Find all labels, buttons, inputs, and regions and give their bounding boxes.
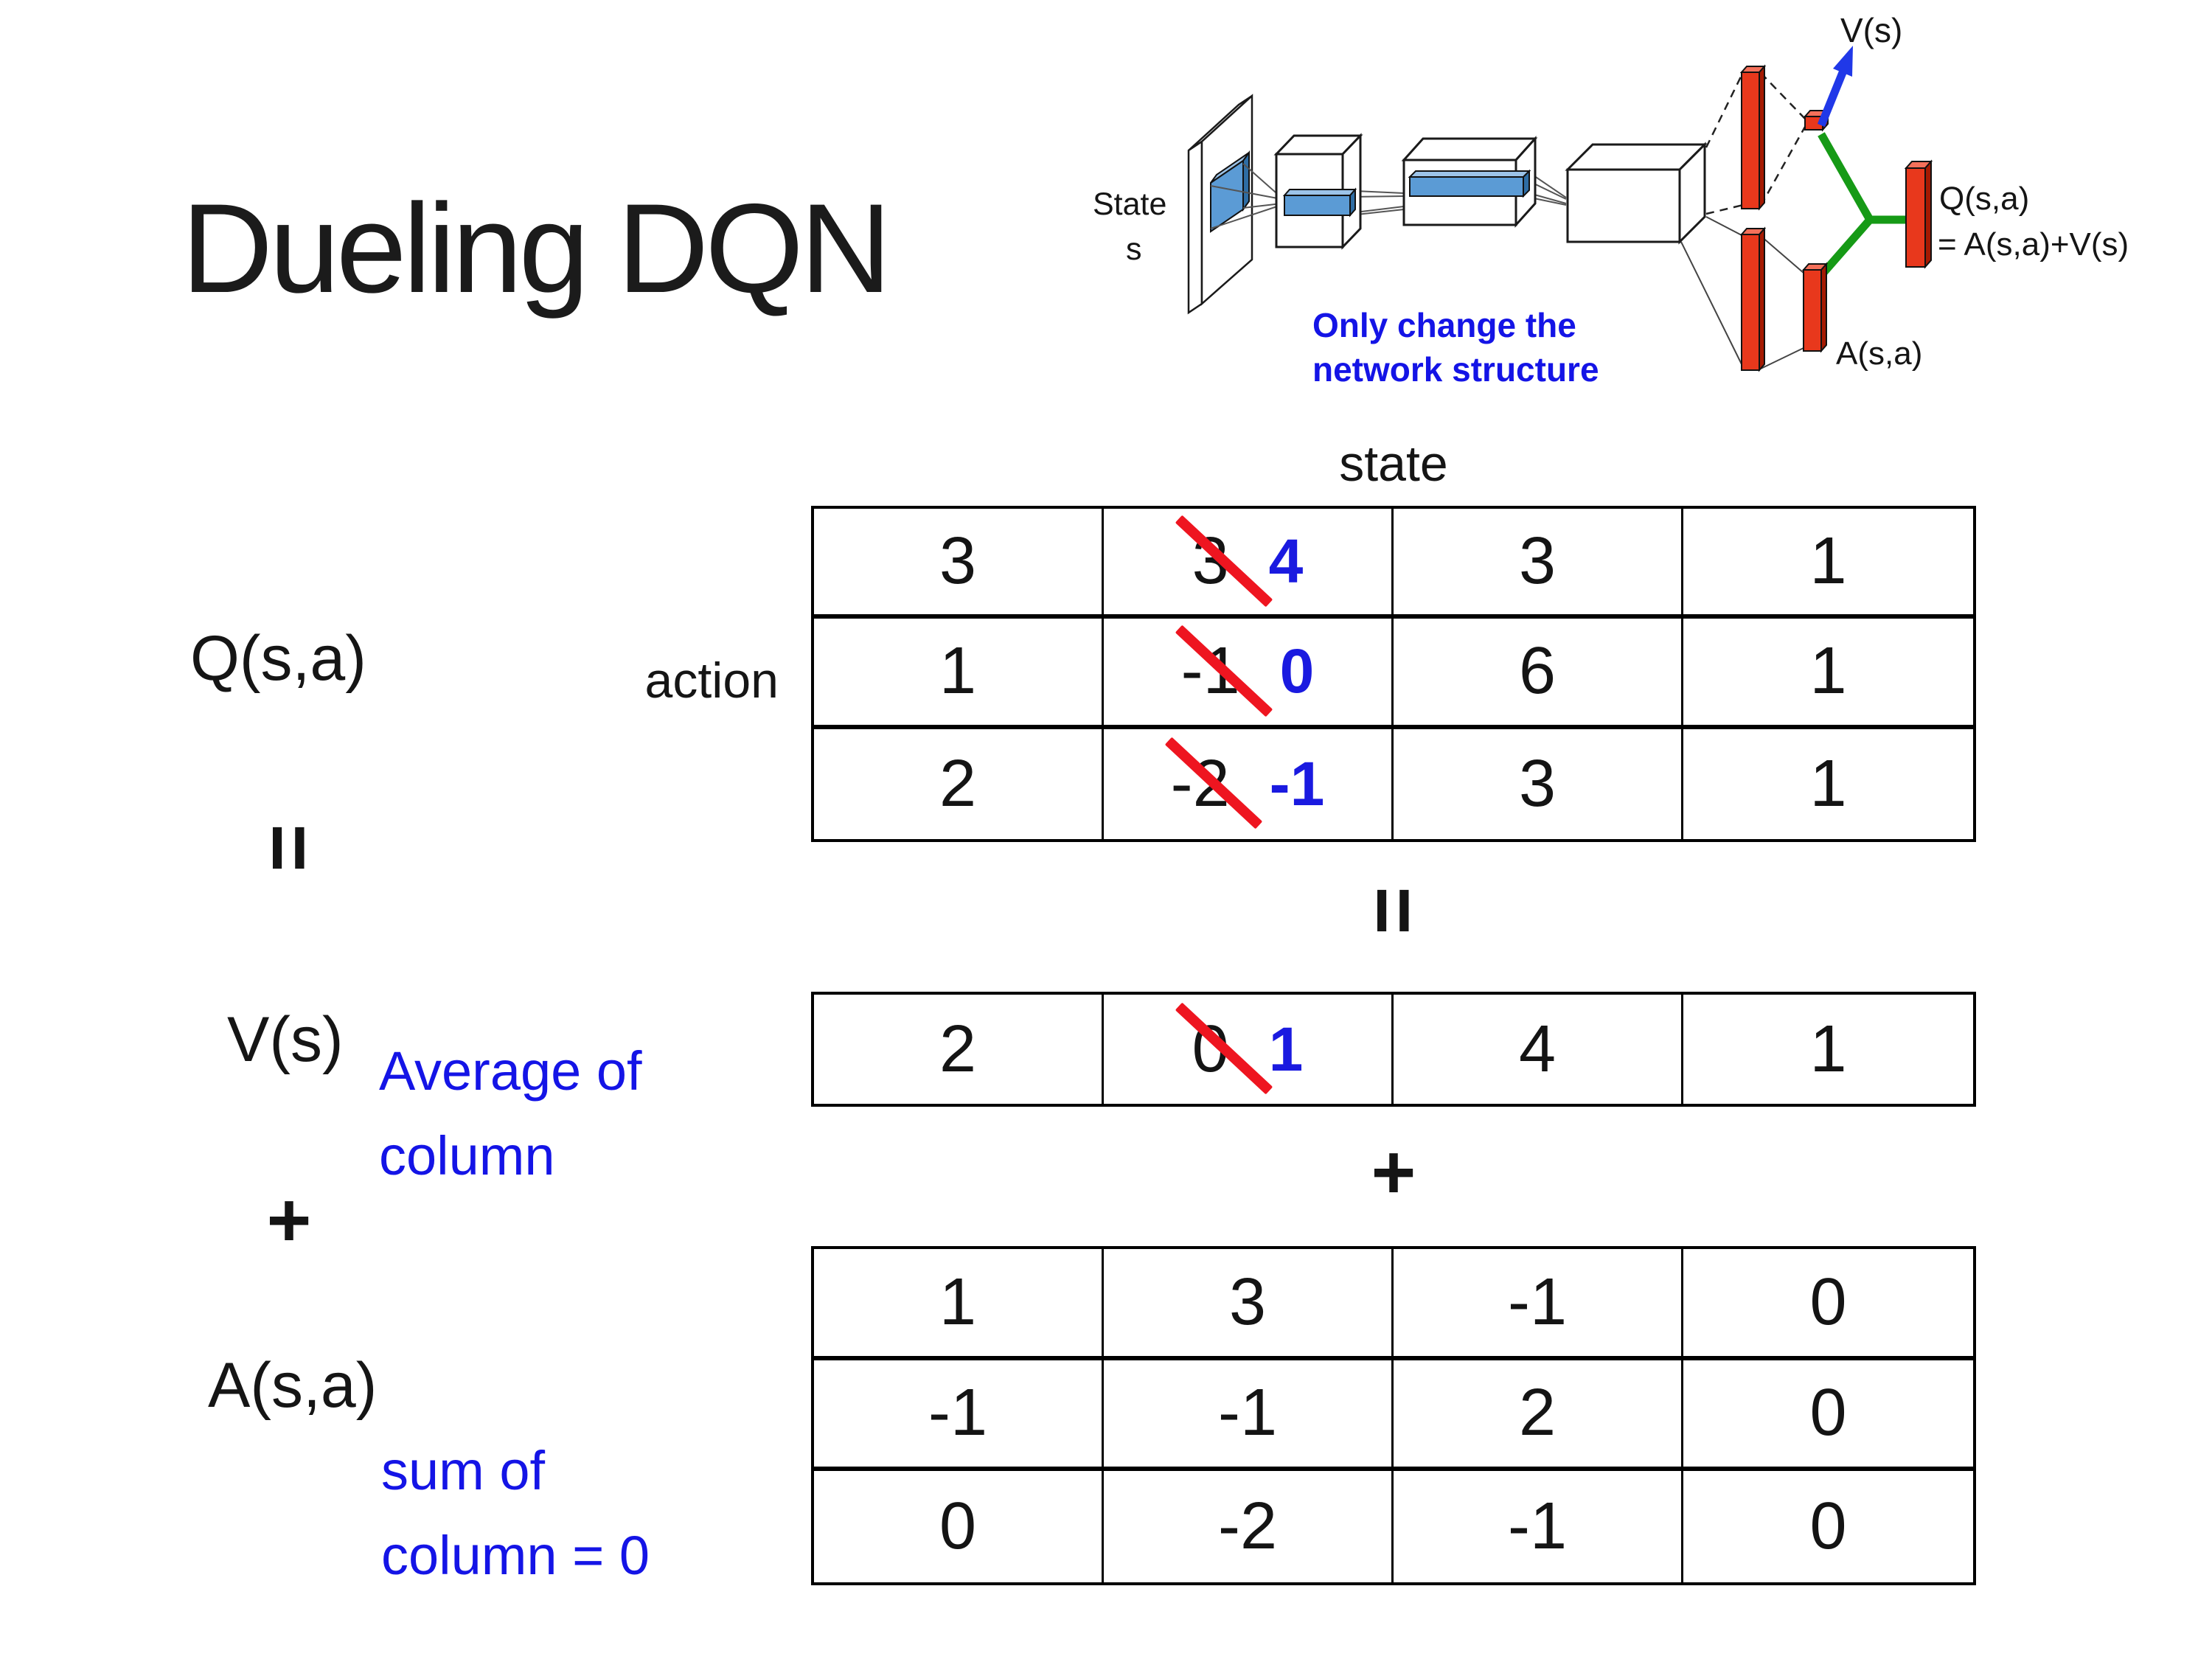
table-cell-crossed: -2 -1 xyxy=(1104,728,1394,839)
sum-note-line1: sum of xyxy=(381,1440,546,1501)
table-cell: 3 xyxy=(1394,509,1683,619)
new-value: 0 xyxy=(1279,636,1315,706)
sum-note: sum of column = 0 xyxy=(381,1429,650,1598)
cell-value: -1 xyxy=(1217,1376,1278,1450)
cell-value: 3 xyxy=(1518,524,1557,599)
cell-value: 2 xyxy=(939,1012,977,1086)
table-cell: 6 xyxy=(1394,619,1683,729)
table-cell: 1 xyxy=(814,1249,1104,1360)
cell-value: 0 xyxy=(1809,1376,1847,1450)
a-matrix-label: A(s,a) xyxy=(208,1350,378,1421)
table-cell: 3 xyxy=(814,509,1104,619)
cell-value: 3 xyxy=(1518,746,1557,821)
cell-value: -1 xyxy=(1507,1265,1568,1339)
cell-value: 0 xyxy=(1809,1489,1847,1564)
state-column-header: state xyxy=(1339,436,1448,492)
table-cell: 0 xyxy=(814,1471,1104,1582)
cell-value: 1 xyxy=(939,634,977,709)
action-row-header: action xyxy=(644,653,779,709)
new-value: -1 xyxy=(1269,748,1325,818)
cell-value: 2 xyxy=(939,746,977,821)
table-cell: 2 xyxy=(1394,1360,1683,1472)
plus-sign-center: + xyxy=(1371,1130,1416,1215)
cell-value: -2 xyxy=(1217,1489,1278,1564)
cell-value: 2 xyxy=(1518,1376,1557,1450)
value-output-arrow xyxy=(1817,46,1853,128)
average-note-line1: Average of xyxy=(379,1040,642,1102)
note-line-2: network structure xyxy=(1312,350,1599,389)
state-input-label: State xyxy=(1093,187,1166,222)
cell-value: 1 xyxy=(1809,634,1847,709)
v-matrix-label: V(s) xyxy=(227,1004,344,1075)
cell-value: 3 xyxy=(1228,1265,1267,1339)
cell-value: 4 xyxy=(1518,1012,1557,1086)
table-cell: 1 xyxy=(1683,619,1973,729)
slide-title: Dueling DQN xyxy=(181,178,891,319)
cell-value: 1 xyxy=(939,1265,977,1339)
table-cell: 0 xyxy=(1683,1471,1973,1582)
table-cell: -1 xyxy=(1394,1249,1683,1360)
equals-sign-left: = xyxy=(243,824,335,872)
new-value: 4 xyxy=(1268,526,1304,597)
table-cell: 0 xyxy=(1683,1360,1973,1472)
q-matrix-label: Q(s,a) xyxy=(190,623,366,694)
fc-value-bar xyxy=(1739,64,1767,211)
table-cell: -1 xyxy=(814,1360,1104,1472)
cell-value: 6 xyxy=(1518,634,1557,709)
q-value-table: 3 3 4 3 1 1 -1 0 6 1 2 -2 -1 xyxy=(811,506,1976,842)
new-value: 1 xyxy=(1268,1014,1304,1084)
fc-advantage-bar xyxy=(1739,226,1767,372)
table-cell: 1 xyxy=(1683,995,1973,1104)
note-line-1: Only change the xyxy=(1312,306,1576,344)
table-cell: 3 xyxy=(1394,728,1683,839)
advantage-node-bar xyxy=(1801,262,1829,353)
cell-value: 1 xyxy=(1809,746,1847,821)
table-cell: 1 xyxy=(1683,509,1973,619)
average-note-line2: column xyxy=(379,1124,555,1186)
feature-slab-1 xyxy=(1282,187,1357,218)
crossed-value: 0 xyxy=(1175,1002,1273,1095)
table-cell-crossed: 0 1 xyxy=(1104,995,1394,1104)
conv-layer-3-box xyxy=(1565,142,1708,245)
table-cell: -2 xyxy=(1104,1471,1394,1582)
q-output-bar xyxy=(1904,159,1933,269)
v-output-label: V(s) xyxy=(1840,11,1902,49)
table-cell: 2 xyxy=(814,728,1104,839)
crossed-value: -2 xyxy=(1164,737,1262,830)
a-value-table: 1 3 -1 0 -1 -1 2 0 0 -2 -1 0 xyxy=(811,1246,1976,1585)
advantage-stream-lines xyxy=(1680,216,1804,369)
q-output-label: Q(s,a) xyxy=(1939,181,2029,217)
table-cell: 1 xyxy=(814,619,1104,729)
average-note: Average of column xyxy=(379,1029,642,1198)
sum-note-line2: column = 0 xyxy=(381,1524,650,1586)
crossed-value: 3 xyxy=(1175,515,1273,608)
table-cell-crossed: 3 4 xyxy=(1104,509,1394,619)
a-output-label: A(s,a) xyxy=(1836,335,1922,372)
table-cell: 0 xyxy=(1683,1249,1973,1360)
cell-value: 1 xyxy=(1809,524,1847,599)
q-formula-label: = A(s,a)+V(s) xyxy=(1938,226,2129,262)
table-cell: 1 xyxy=(1683,729,1973,839)
table-cell-crossed: -1 0 xyxy=(1104,619,1394,729)
state-input-s: s xyxy=(1126,232,1142,267)
table-cell: 2 xyxy=(814,995,1104,1104)
cell-value: 1 xyxy=(1809,1012,1847,1086)
combine-stream-lines xyxy=(1815,132,1906,282)
feature-slab-2 xyxy=(1408,169,1531,198)
plus-sign-left: + xyxy=(266,1178,312,1263)
table-cell: 3 xyxy=(1104,1249,1394,1360)
table-cell: 4 xyxy=(1394,995,1683,1104)
cell-value: 0 xyxy=(1809,1265,1847,1339)
crossed-value: -1 xyxy=(1175,625,1273,717)
cell-value: 0 xyxy=(939,1489,977,1564)
cell-value: -1 xyxy=(928,1376,988,1450)
dueling-network-diagram: State s V(s) Q(s,a) = A(s,a)+V(s) A(s,a)… xyxy=(1093,11,2129,389)
v-value-table: 2 0 1 4 1 xyxy=(811,992,1976,1107)
cell-value: 3 xyxy=(939,524,977,599)
table-cell: -1 xyxy=(1104,1360,1394,1472)
value-stream-dashed-lines xyxy=(1705,72,1806,215)
cell-value: -1 xyxy=(1507,1489,1568,1564)
equals-sign-center: = xyxy=(1348,886,1440,935)
table-cell: -1 xyxy=(1394,1471,1683,1582)
